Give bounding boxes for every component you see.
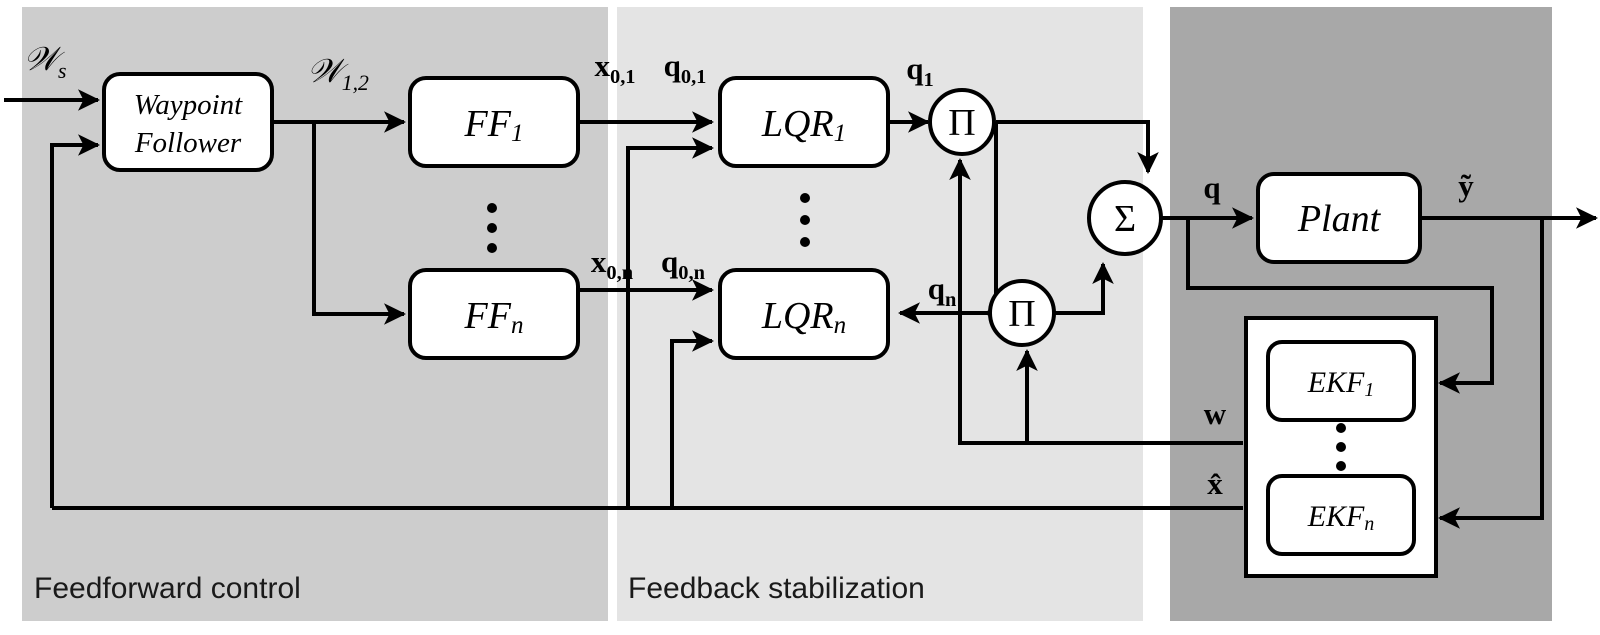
ff1-label: FF1	[464, 103, 524, 147]
signal-label-w: w	[1204, 396, 1227, 431]
block-waypoint-follower[interactable]: Waypoint Follower	[102, 72, 274, 172]
plant-label: Plant	[1297, 198, 1382, 240]
lqr-ellipsis-icon	[800, 193, 810, 247]
signal-label-x0-1: x0,1	[594, 48, 635, 88]
block-ff1[interactable]: FF1	[408, 76, 580, 168]
block-plant[interactable]: Plant	[1256, 172, 1422, 264]
signal-label-q1: q1	[906, 51, 933, 91]
wire-w-bus	[949, 158, 1243, 445]
block-ekfn[interactable]: EKFn	[1266, 474, 1416, 556]
wire-q-branch-to-ekf1	[1186, 218, 1494, 394]
panel-caption-feedback: Feedback stabilization	[628, 572, 925, 605]
wire-pin-to-sigma	[1055, 262, 1114, 315]
signal-label-x0-n: x0,n	[591, 244, 634, 284]
signal-label-q0-1: q0,1	[664, 48, 707, 88]
waypoint-follower-label-line1: Waypoint	[134, 89, 243, 121]
signal-label-qn: qn	[928, 271, 957, 311]
pi-1-symbol: Π	[948, 102, 975, 144]
block-lqrn[interactable]: LQRn	[718, 268, 890, 360]
ekf-ellipsis-icon	[1336, 423, 1346, 471]
signal-label-q0-n: q0,n	[661, 244, 706, 284]
lqrn-label: LQRn	[761, 295, 846, 339]
ekf1-label: EKF1	[1307, 366, 1375, 402]
wire-xhat-to-lqrn	[670, 330, 714, 508]
ffn-label: FFn	[464, 295, 524, 339]
signal-label-y-tilde: ỹ	[1458, 168, 1474, 203]
signal-label-x-hat: x̂	[1207, 466, 1223, 501]
operator-pi-1[interactable]: Π	[928, 88, 996, 156]
block-lqr1[interactable]: LQR1	[718, 76, 890, 168]
block-ekf1[interactable]: EKF1	[1266, 340, 1416, 422]
panel-caption-feedforward: Feedforward control	[34, 572, 301, 605]
signal-label-q: q	[1203, 170, 1220, 205]
ekfn-label: EKFn	[1307, 500, 1375, 536]
wire-ytilde-branch-to-ekfn	[1438, 218, 1544, 529]
sigma-symbol: Σ	[1114, 198, 1136, 240]
operator-pi-n[interactable]: Π	[988, 279, 1056, 347]
pi-n-symbol: Π	[1008, 293, 1035, 335]
wire-xhat-to-waypoint	[50, 134, 100, 508]
block-ffn[interactable]: FFn	[408, 268, 580, 360]
wire-pi1-to-sigma	[996, 120, 1159, 174]
ff-ellipsis-icon	[487, 203, 497, 253]
operator-sigma[interactable]: Σ	[1087, 180, 1163, 256]
wire-w12-branch-to-ffn	[312, 122, 406, 325]
lqr1-label: LQR1	[761, 103, 846, 147]
waypoint-follower-label-line2: Follower	[134, 127, 242, 159]
wire-xhat-to-lqr1	[626, 137, 714, 508]
